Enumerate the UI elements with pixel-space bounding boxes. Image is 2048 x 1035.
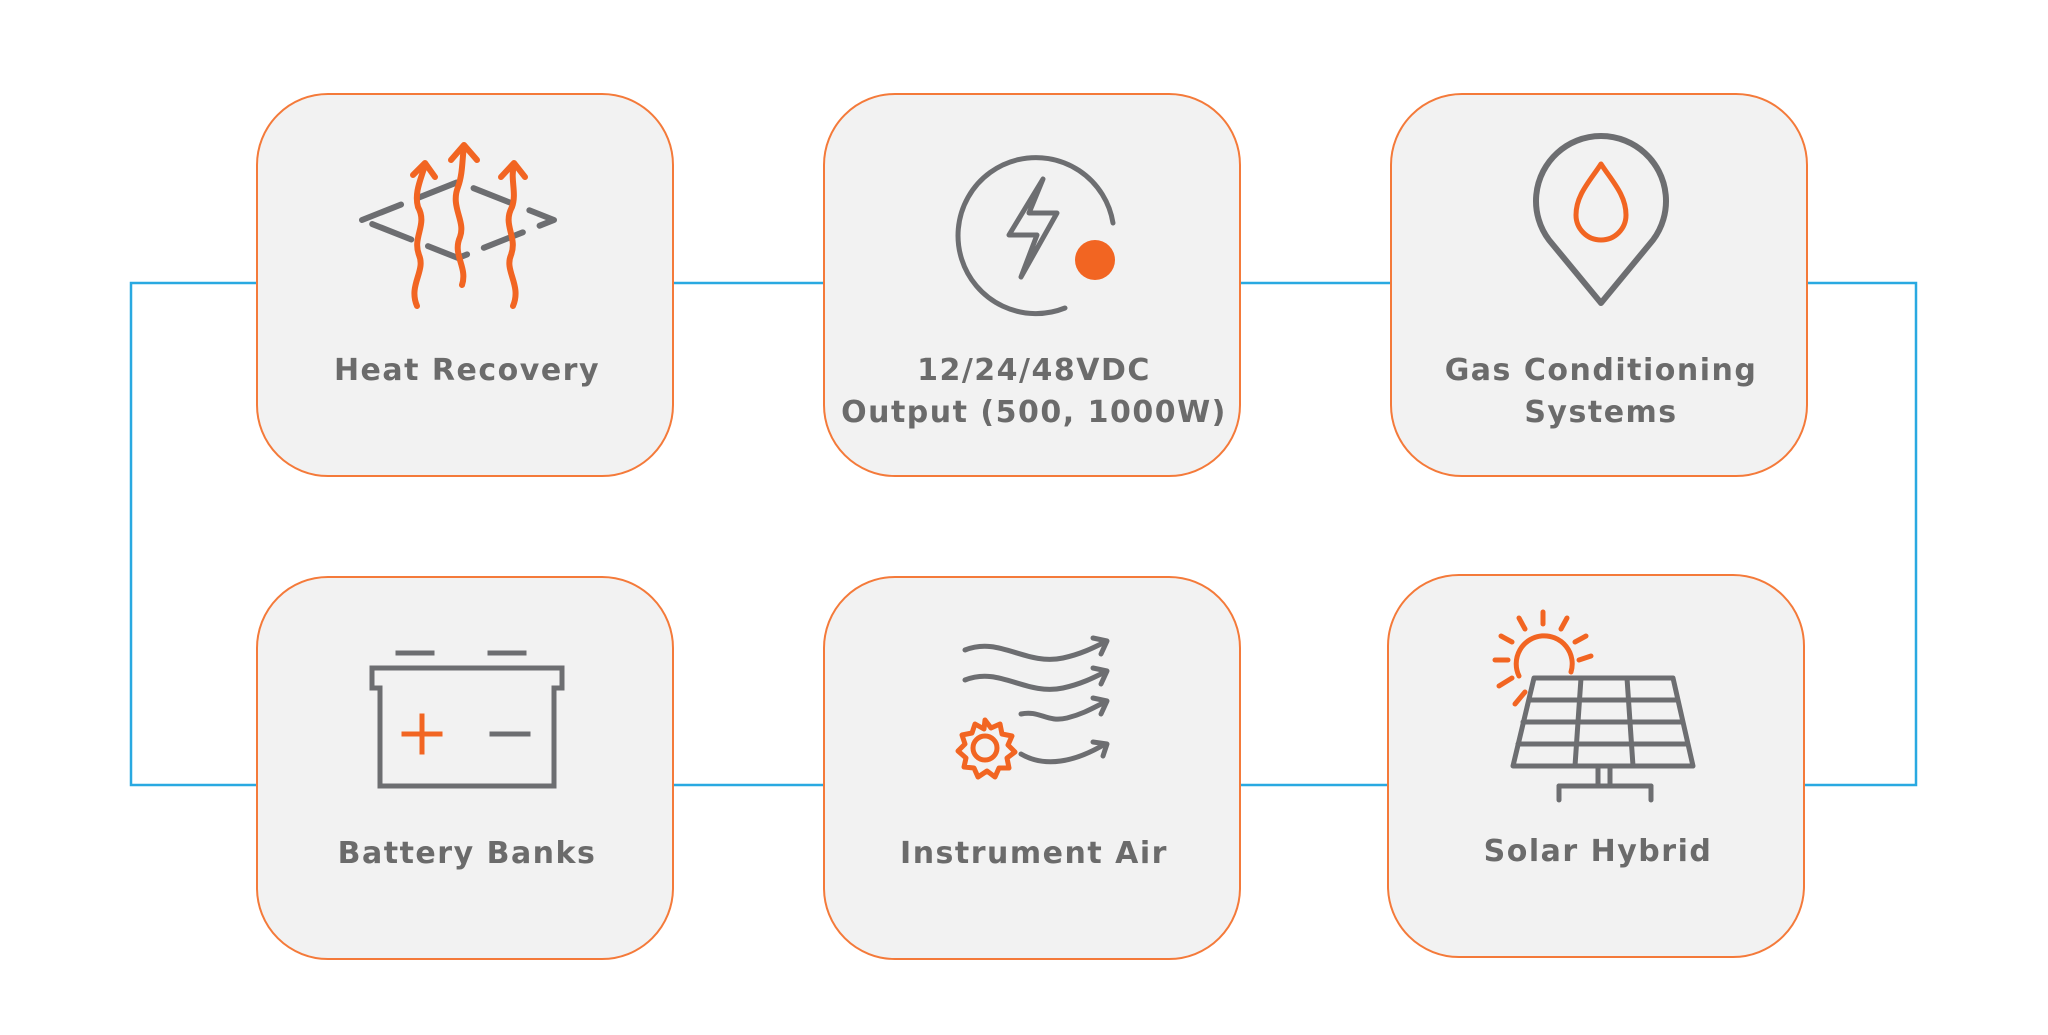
card-label: Solar Hybrid: [1483, 834, 1713, 869]
power-output-icon: [955, 155, 1116, 317]
card-dc-output: 12/24/48VDC Output (500, 1000W): [823, 93, 1241, 477]
battery-icon: [369, 650, 565, 789]
card-gas-conditioning: Gas Conditioning Systems: [1390, 93, 1808, 477]
card-solar-hybrid: Solar Hybrid: [1387, 574, 1805, 958]
card-instrument-air: Instrument Air: [823, 576, 1241, 960]
gas-drop-location-icon: [1533, 133, 1669, 306]
card-label: Gas Conditioning Systems: [1444, 353, 1758, 430]
connector-left-loop: [129, 281, 256, 787]
solar-panel-icon: [1492, 609, 1696, 803]
card-label: Battery Banks: [337, 836, 597, 871]
card-heat-recovery: Heat Recovery: [256, 93, 674, 477]
heat-recovery-icon: [359, 142, 557, 309]
instrument-air-icon: [955, 635, 1110, 780]
card-battery-banks: Battery Banks: [256, 576, 674, 960]
card-label: 12/24/48VDC Output (500, 1000W): [841, 353, 1227, 430]
card-label: Instrument Air: [900, 836, 1168, 871]
connector-right-loop: [1805, 281, 1918, 787]
card-label: Heat Recovery: [333, 353, 601, 388]
